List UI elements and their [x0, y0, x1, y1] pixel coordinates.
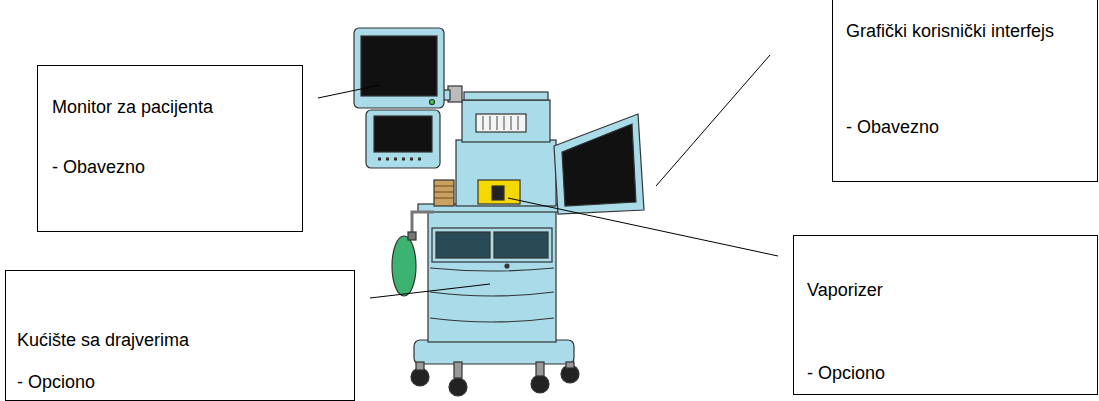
- bag-connector: [408, 232, 416, 240]
- breathing-bag: [392, 236, 416, 296]
- gui-screen: [562, 124, 636, 206]
- power-led: [430, 100, 435, 105]
- bag-hose: [412, 212, 434, 232]
- machine-drawing: [354, 28, 644, 396]
- callout-title: Vaporizer: [807, 275, 1059, 306]
- leader-lines: [318, 55, 778, 298]
- drawer-lines: [430, 268, 554, 322]
- secondary-screen: [374, 116, 432, 152]
- housing-top: [464, 92, 548, 100]
- patient-monitor: [354, 28, 444, 108]
- leader-line: [370, 284, 490, 298]
- monitor-buttons: [378, 158, 421, 161]
- shelf-opening: [494, 232, 548, 258]
- callout-status: - Obavezno: [52, 152, 264, 183]
- gui-display: [554, 114, 644, 214]
- leader-line: [656, 55, 770, 186]
- vaporizer: [478, 180, 520, 204]
- callout-status: - Opciono: [807, 358, 1059, 389]
- gas-module-slots: [476, 114, 526, 132]
- callout-status: - Opciono: [17, 367, 316, 398]
- vaporizer-dial: [492, 186, 504, 200]
- leader-line: [508, 198, 778, 256]
- wheels: [411, 365, 579, 396]
- callout-title: Grafički korisnički interfejs: [846, 16, 1059, 47]
- callout-status: - Obavezno: [846, 112, 1059, 143]
- canister-bands: [434, 186, 454, 198]
- callout-box: Grafički korisnički interfejs - Obavezno: [832, 0, 1098, 182]
- callout-box: Kućište sa drajverima - Opciono: [5, 270, 355, 401]
- callout-box: Monitor za pacijenta - Obavezno: [37, 65, 303, 232]
- flow-panel: [462, 100, 550, 142]
- secondary-monitor: [366, 110, 440, 168]
- absorber-canister: [434, 180, 454, 206]
- callout-box: Vaporizer - Opciono: [793, 235, 1098, 395]
- slot-dividers: [483, 116, 518, 130]
- callout-title: Monitor za pacijenta: [52, 92, 264, 123]
- shelf-opening: [436, 232, 490, 258]
- upper-housing: [456, 140, 556, 206]
- leader-line: [318, 85, 380, 98]
- open-shelf: [432, 228, 552, 262]
- wheel-forks: [416, 362, 574, 378]
- callout-title: Kućište sa drajverima: [17, 325, 316, 356]
- machine-base: [414, 340, 574, 364]
- drawer-knob: [505, 264, 509, 268]
- cabinet-body: [428, 208, 556, 342]
